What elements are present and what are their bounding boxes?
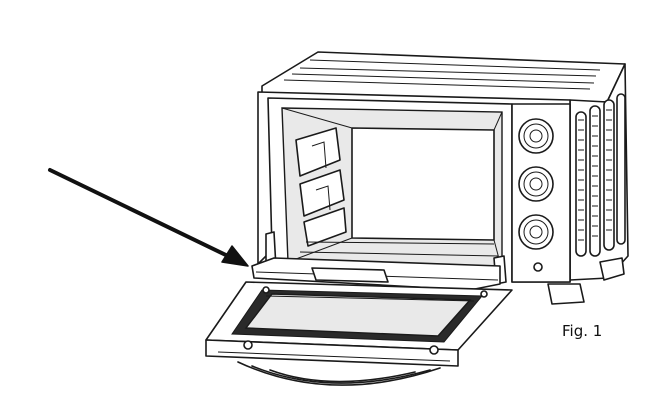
base-shadow [237, 361, 441, 386]
side-vents [575, 93, 626, 257]
crumb-tray [251, 257, 501, 291]
front-foot [547, 283, 585, 305]
control-knobs [518, 118, 554, 272]
knob-icon [518, 166, 554, 202]
knob-icon [518, 118, 554, 154]
pointer-arrow [48, 168, 249, 267]
knob-icon [518, 214, 554, 250]
open-door [205, 281, 513, 367]
rear-foot [599, 257, 625, 281]
power-indicator-light [533, 262, 543, 272]
figure-caption: Fig. 1 [562, 322, 603, 340]
